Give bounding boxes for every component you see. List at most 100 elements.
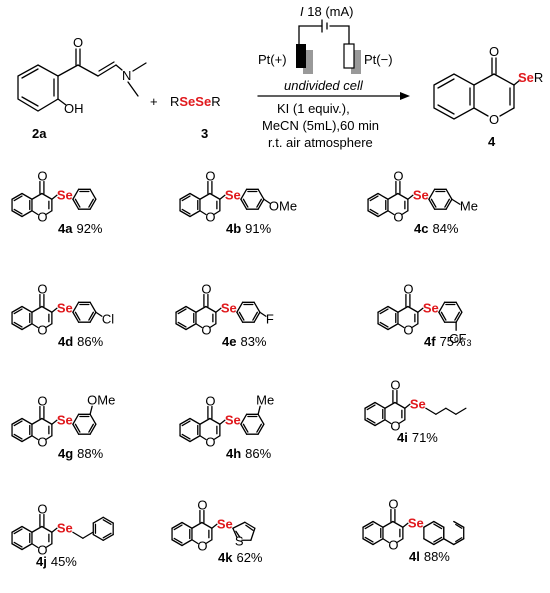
selenium-label: Se xyxy=(410,396,426,411)
current-unit: (mA) xyxy=(325,4,353,19)
compound-caption: 4e 83% xyxy=(222,334,267,349)
reaction-conditions: KI (1 equiv.), MeCN (5mL),60 min r.t. ai… xyxy=(262,101,379,150)
substituent-label: OMe xyxy=(87,392,115,407)
reactant-3: RSeSeR 3 xyxy=(170,94,221,141)
compound-caption: 4j 45% xyxy=(36,554,77,569)
compound-id: 4b xyxy=(226,221,241,236)
compound-id: 4e xyxy=(222,334,236,349)
reactant-2a: OH O N 2a xyxy=(17,35,147,141)
compound-caption: 4i 71% xyxy=(397,430,438,445)
carbonyl-oxygen-label: O xyxy=(197,498,207,513)
compound-id: 4c xyxy=(414,221,428,236)
compound-yield: 71% xyxy=(412,430,438,445)
carbonyl-oxygen-label: O xyxy=(388,497,398,512)
condition-line-1: KI (1 equiv.), xyxy=(277,101,350,116)
carbonyl-oxygen-label: O xyxy=(205,394,215,409)
cathode-electrode xyxy=(343,43,355,69)
condition-line-3: r.t. air atmosphere xyxy=(268,135,373,150)
product-r-group: R xyxy=(534,70,543,85)
compound-yield: 75% xyxy=(440,334,466,349)
compound-yield: 88% xyxy=(424,549,450,564)
compound-4l: O O Se 4l 88% xyxy=(362,497,465,564)
anode-electrode xyxy=(296,44,306,68)
ring-oxygen-label: O xyxy=(37,323,47,338)
reactant-2a-label: 2a xyxy=(32,126,47,141)
ring-o-label: O xyxy=(489,112,499,127)
ring-oxygen-label: O xyxy=(403,323,413,338)
selenium-label: Se xyxy=(423,300,439,315)
compound-caption: 4c 84% xyxy=(414,221,459,236)
compound-id: 4h xyxy=(226,446,241,461)
plus-sign: + xyxy=(150,94,158,109)
carbonyl-oxygen-label: O xyxy=(393,169,403,184)
selenium-label: Se xyxy=(57,300,73,315)
ring-oxygen-label: O xyxy=(201,323,211,338)
svg-text:SeR: SeR xyxy=(518,70,543,85)
substituent-label: OMe xyxy=(269,198,297,213)
carbonyl-o-label: O xyxy=(73,35,83,50)
reactant-3-label: 3 xyxy=(201,126,208,141)
current-symbol: I xyxy=(300,4,304,19)
svg-text:I 18 (mA): I 18 (mA) xyxy=(300,4,354,19)
thiophene-sulfur-label: S xyxy=(235,533,244,548)
compound-yield: 62% xyxy=(236,550,262,565)
r-group-2: R xyxy=(211,94,220,109)
selenium-2: Se xyxy=(195,94,211,109)
ring-oxygen-label: O xyxy=(37,210,47,225)
selenium-label: Se xyxy=(57,412,73,427)
selenium-label: Se xyxy=(225,412,241,427)
anode-label: Pt(+) xyxy=(258,52,287,67)
selenium-label: Se xyxy=(221,300,237,315)
compound-yield: 92% xyxy=(76,221,102,236)
amine-n-label: N xyxy=(122,68,131,83)
compound-id: 4l xyxy=(409,549,420,564)
compound-id: 4i xyxy=(397,430,408,445)
current-value: 18 xyxy=(307,4,321,19)
carbonyl-o-label: O xyxy=(489,44,499,59)
compound-id: 4d xyxy=(58,334,73,349)
condition-solvent: MeCN (5mL), xyxy=(262,118,340,133)
product-selenium: Se xyxy=(518,70,534,85)
selenium-label: Se xyxy=(408,515,424,530)
selenium-label: Se xyxy=(217,516,233,531)
carbonyl-oxygen-label: O xyxy=(201,282,211,297)
svg-text:RSeSeR: RSeSeR xyxy=(170,94,221,109)
compound-yield: 91% xyxy=(245,221,271,236)
selenium-label: Se xyxy=(225,187,241,202)
electrolysis-cell: I 18 (mA) Pt(+) Pt(−) undivided cell xyxy=(258,4,393,93)
compound-yield: 84% xyxy=(432,221,458,236)
ring-oxygen-label: O xyxy=(388,538,398,553)
ring-oxygen-label: O xyxy=(197,539,207,554)
svg-text:MeCN (5mL),60 min: MeCN (5mL),60 min xyxy=(262,118,379,133)
selenium-1: Se xyxy=(179,94,195,109)
compound-yield: 83% xyxy=(240,334,266,349)
carbonyl-oxygen-label: O xyxy=(37,502,47,517)
selenium-label: Se xyxy=(57,520,73,535)
anode-shadow xyxy=(303,50,313,74)
carbonyl-oxygen-label: O xyxy=(390,378,400,393)
ring-oxygen-label: O xyxy=(37,435,47,450)
compound-id: 4j xyxy=(36,554,47,569)
compound-yield: 45% xyxy=(51,554,77,569)
carbonyl-oxygen-label: O xyxy=(37,169,47,184)
compound-caption: 4l 88% xyxy=(409,549,450,564)
carbonyl-oxygen-label: O xyxy=(403,282,413,297)
carbonyl-oxygen-label: O xyxy=(37,394,47,409)
ring-oxygen-label: O xyxy=(393,210,403,225)
condition-time: 60 min xyxy=(340,118,379,133)
product-4: O O SeR 4 xyxy=(433,44,543,149)
